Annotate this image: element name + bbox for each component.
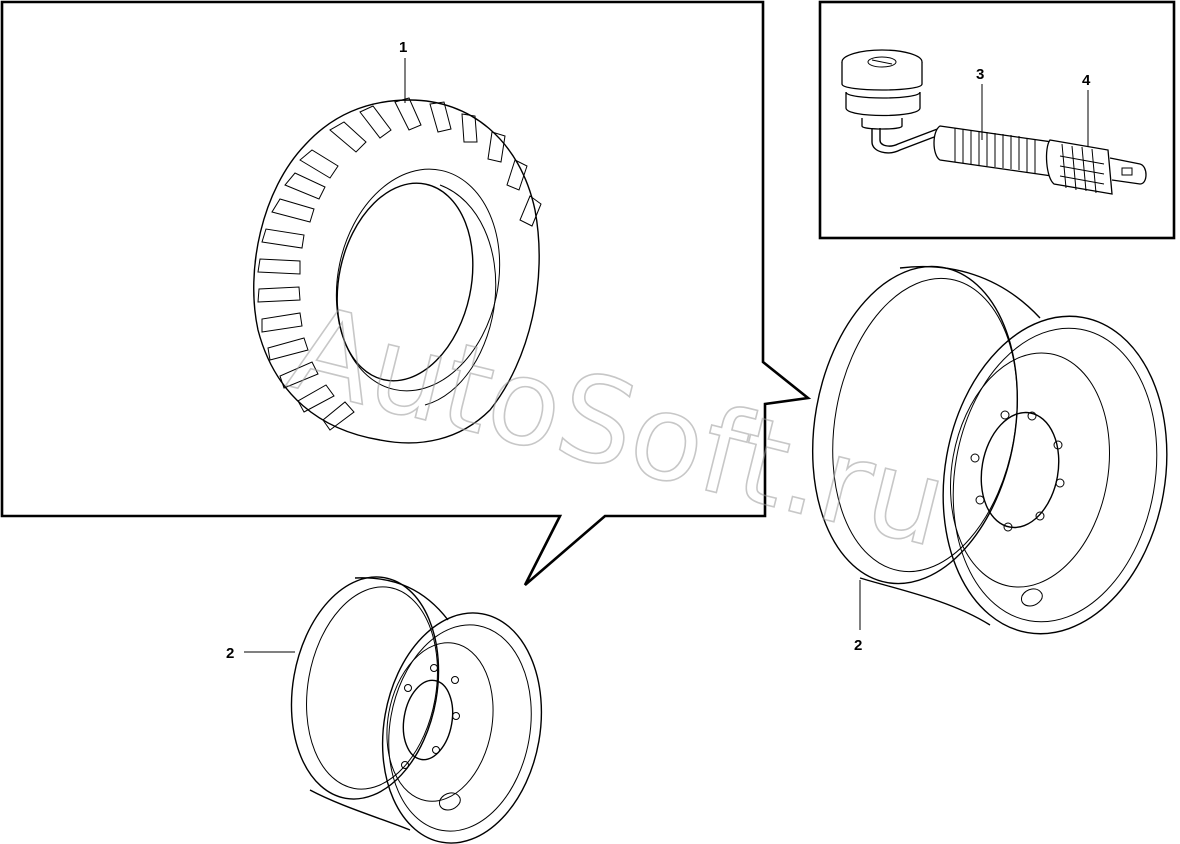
watermark: AutoSoft.ru: [278, 278, 959, 573]
tire: [253, 97, 542, 444]
rim-small: [290, 576, 543, 844]
callout-3: 3: [976, 66, 984, 83]
callout-4: 4: [1082, 72, 1091, 89]
callout-2-left: 2: [226, 645, 234, 662]
tire-callout-frame: [0, 0, 812, 586]
callout-2-right: 2: [854, 637, 862, 654]
callout-1: 1: [399, 39, 407, 56]
valve-assembly: [841, 49, 1147, 195]
valve-inset-frame: [818, 0, 1176, 240]
rim-large: [811, 265, 1168, 635]
